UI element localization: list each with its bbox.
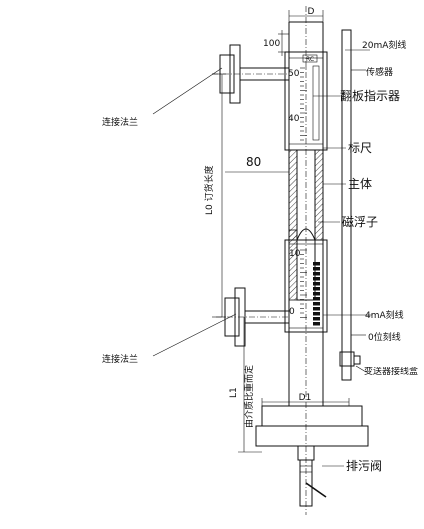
label-body: 主体 [348, 177, 372, 191]
dimension-l0: L0 订货长度 [203, 73, 226, 318]
label-flip-indicator: 翻板指示器 [340, 88, 400, 103]
label-4ma: 4mA刻线 [365, 309, 404, 321]
body-hatching [288, 149, 324, 241]
scale-tick-0: 0 [289, 307, 295, 317]
flip-plate [313, 322, 320, 326]
base-flange: D1 [255, 393, 369, 447]
flip-plate [313, 302, 320, 306]
medium-note: 由介质比重而定 [243, 365, 255, 428]
labels: 连接法兰 连接法兰 20mA刻线 传感器 翻板指示器 标尺 主体 磁浮子 4mA… [102, 39, 419, 473]
dimension-d: D [288, 7, 324, 22]
scale-tick-50: 50 [288, 69, 300, 79]
flip-plate [313, 277, 320, 281]
lower-indicator-panel: 10 0 [284, 239, 328, 333]
label-float: 磁浮子 [342, 214, 378, 229]
flip-plate [313, 287, 320, 291]
scale-tick-10: 10 [289, 249, 301, 259]
dimension-80: 80 [225, 155, 289, 173]
flip-plate [313, 312, 320, 316]
dim-d1-label: D1 [299, 393, 312, 403]
drain-valve [297, 445, 327, 507]
dimension-100: 100 [263, 30, 289, 56]
label-20ma: 20mA刻线 [362, 39, 406, 51]
label-flange-top: 连接法兰 [102, 116, 138, 128]
label-scale: 标尺 [348, 141, 372, 155]
flip-plate [313, 267, 320, 271]
dim-l0-label: L0 订货长度 [203, 165, 215, 215]
scale-badge-box [302, 54, 318, 63]
scale-badge: RC [306, 56, 314, 63]
label-sensor: 传感器 [366, 66, 393, 78]
dimension-l1: L1 由介质比重而定 [229, 317, 262, 453]
label-zero: 0位刻线 [368, 331, 401, 343]
label-drain-valve: 排污阀 [346, 459, 382, 473]
dim-l1-label: L1 [229, 387, 239, 398]
flip-indicator-panel: RC 50 40 [284, 51, 328, 151]
scale-ticks-top [300, 67, 307, 141]
flip-plates [313, 262, 320, 326]
bottom-flange [216, 287, 289, 347]
flip-plate [313, 297, 320, 301]
flip-plate [313, 262, 320, 266]
flip-plate [313, 292, 320, 296]
leader-lines [152, 49, 372, 467]
flip-plate [313, 282, 320, 286]
flip-plate [313, 317, 320, 321]
scale-tick-40: 40 [288, 114, 300, 124]
flip-plate [313, 307, 320, 311]
dim-100-label: 100 [263, 39, 280, 49]
dim-80-label: 80 [246, 155, 261, 169]
sensor-bar [339, 29, 361, 381]
label-transmitter-box: 变送器接线盒 [364, 367, 419, 377]
scale-ticks-bottom [300, 249, 307, 318]
flip-plate [313, 272, 320, 276]
dim-d-label: D [308, 7, 315, 17]
label-flange-bottom: 连接法兰 [102, 353, 138, 365]
